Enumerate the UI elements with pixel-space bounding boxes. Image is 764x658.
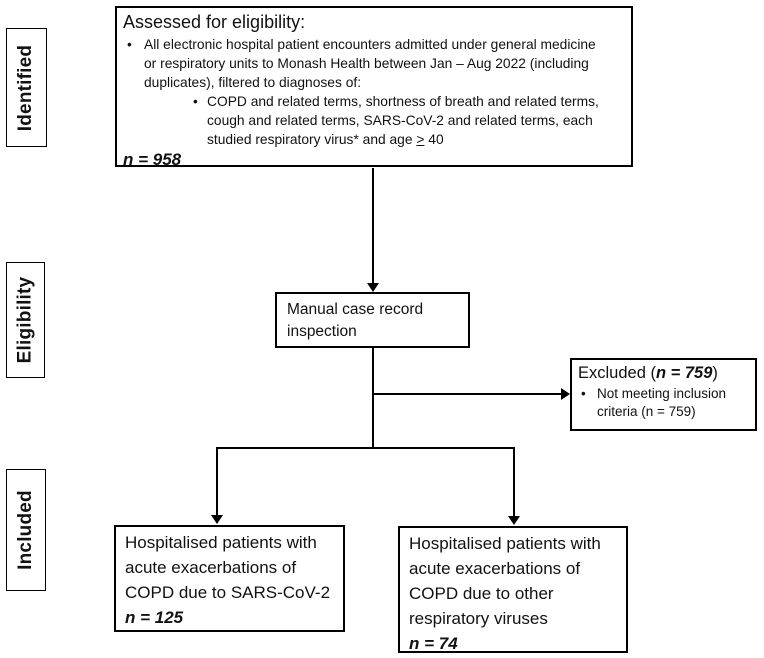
arrowhead-into-other-box xyxy=(508,516,520,525)
sars-box-count: n = 125 xyxy=(125,608,184,627)
excluded-box-title: Excluded (n = 759) xyxy=(578,362,755,385)
connector-branch-right xyxy=(513,447,515,516)
excluded-box: Excluded (n = 759) • Not meeting inclusi… xyxy=(570,358,757,431)
assessed-box-count: n = 958 xyxy=(123,150,182,169)
assessed-box-sub-bullet-lines: COPD and related terms, shortness of bre… xyxy=(207,94,599,128)
assessed-box-bullet-lines: All electronic hospital patient encounte… xyxy=(144,37,596,90)
excluded-title-pre: Excluded ( xyxy=(578,364,656,382)
stage-label-included-text: Included xyxy=(15,490,36,570)
connector-branch-left xyxy=(216,447,218,515)
connector-assessed-to-manual xyxy=(372,168,374,284)
assessed-box-title: Assessed for eligibility: xyxy=(123,12,306,32)
excluded-title-post: ) xyxy=(712,364,718,382)
assessed-box-sub-bullet: • COPD and related terms, shortness of b… xyxy=(193,92,631,149)
stage-label-identified: Identified xyxy=(6,28,47,147)
arrowhead-into-excluded-box xyxy=(561,388,570,400)
sub-bullet-last-post: 40 xyxy=(424,132,444,147)
arrowhead-into-manual-box xyxy=(367,283,379,292)
bullet-marker: • xyxy=(193,94,198,109)
connector-manual-down xyxy=(372,348,374,448)
stage-label-included: Included xyxy=(6,469,46,591)
other-box-count: n = 74 xyxy=(409,634,458,653)
greater-equal-symbol: > xyxy=(416,132,425,147)
assessed-for-eligibility-box: Assessed for eligibility: • All electron… xyxy=(115,6,633,169)
stage-label-identified-text: Identified xyxy=(15,44,37,131)
connector-branch-horizontal xyxy=(216,447,515,449)
stage-label-eligibility-text: Eligibility xyxy=(14,276,36,364)
connector-to-excluded xyxy=(373,393,562,395)
assessed-box-sub-bullet-last-line: studied respiratory virus* and age > 40 xyxy=(207,130,631,149)
bullet-marker: • xyxy=(127,37,132,52)
stage-label-eligibility: Eligibility xyxy=(6,262,45,378)
excluded-title-count: n = 759 xyxy=(655,364,713,382)
bullet-marker: • xyxy=(581,386,586,401)
arrowhead-into-sars-box xyxy=(211,515,223,524)
assessed-box-bullet: • All electronic hospital patient encoun… xyxy=(127,35,631,92)
sub-bullet-last-pre: studied respiratory virus* and age xyxy=(207,132,417,147)
